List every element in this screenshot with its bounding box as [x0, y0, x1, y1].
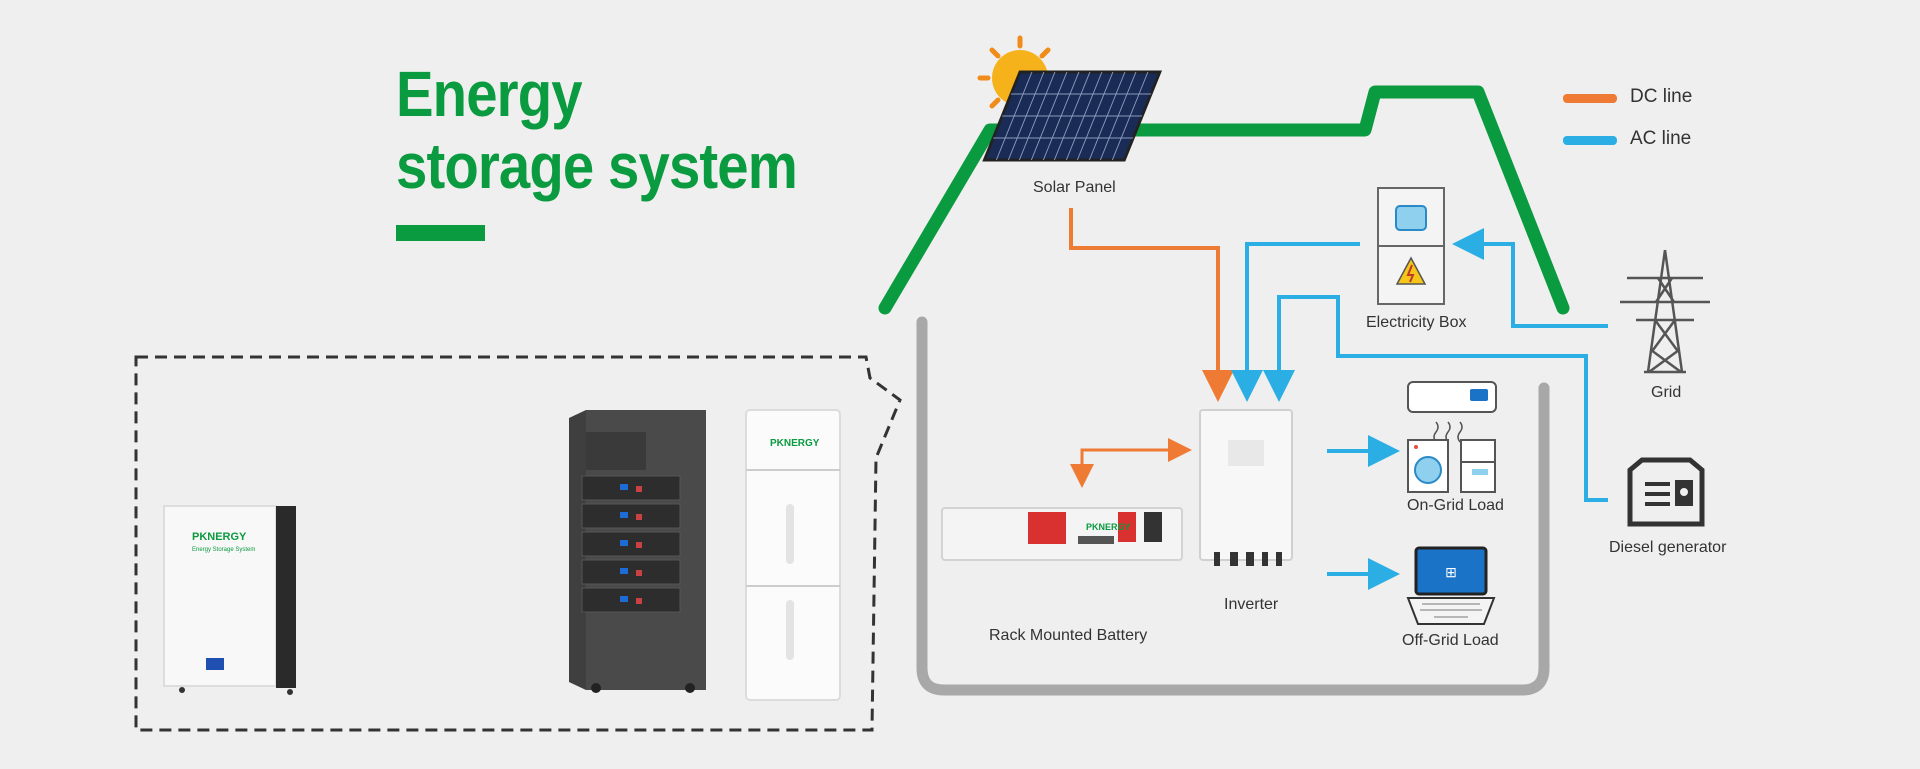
legend-dc-swatch [1563, 94, 1617, 103]
room-outline [916, 316, 1550, 696]
svg-text:PKNERGY: PKNERGY [1086, 522, 1131, 532]
refrigerator-icon [1460, 439, 1496, 493]
ac-line-box-to-inverter [1231, 242, 1360, 402]
grid-tower-icon [1620, 249, 1710, 374]
label-diesel-generator: Diesel generator [1609, 539, 1727, 556]
svg-text:⊞: ⊞ [1445, 564, 1457, 580]
svg-text:PKNERGY: PKNERGY [770, 438, 820, 449]
laptop-icon: ⊞ [1406, 546, 1496, 625]
rack-battery-device: PKNERGY [941, 507, 1183, 561]
legend-ac-swatch [1563, 136, 1617, 145]
ac-line-generator-to-inverter [1263, 295, 1608, 502]
label-rack-battery: Rack Mounted Battery [989, 627, 1148, 644]
dc-line-solar-to-inverter [1069, 208, 1234, 402]
label-electricity-box: Electricity Box [1366, 314, 1467, 331]
ac-line-grid-to-box [1452, 228, 1608, 328]
label-off-grid-load: Off-Grid Load [1402, 632, 1499, 649]
svg-text:PKNERGY: PKNERGY [192, 531, 247, 543]
label-solar-panel: Solar Panel [1033, 179, 1116, 196]
solar-panel-icon [982, 70, 1163, 162]
battery-cabinet-device [569, 410, 706, 693]
dc-line-battery-inverter [1080, 438, 1192, 470]
battery-options-enclosure [134, 355, 902, 732]
legend-dc-label: DC line [1630, 86, 1693, 107]
label-inverter: Inverter [1224, 596, 1279, 613]
title-line-1: Energy [396, 58, 583, 130]
legend-ac-label: AC line [1630, 128, 1692, 149]
electricity-box-icon [1377, 187, 1445, 305]
title-underline-bar [396, 225, 485, 241]
air-conditioner-icon [1407, 381, 1497, 443]
washing-machine-icon [1407, 439, 1449, 493]
svg-text:Energy Storage System: Energy Storage System [192, 547, 255, 553]
title-line-2: storage system [396, 130, 798, 202]
stacked-battery-device: PKNERGY [745, 409, 841, 701]
label-on-grid-load: On-Grid Load [1407, 497, 1504, 514]
label-grid: Grid [1651, 384, 1682, 401]
wall-battery-device: PKNERGY Energy Storage System [163, 505, 296, 695]
house-roof-outline [878, 85, 1570, 315]
diesel-generator-icon [1627, 457, 1705, 527]
inverter-device [1199, 409, 1293, 566]
diagram-title: Energy storage system [396, 58, 798, 202]
